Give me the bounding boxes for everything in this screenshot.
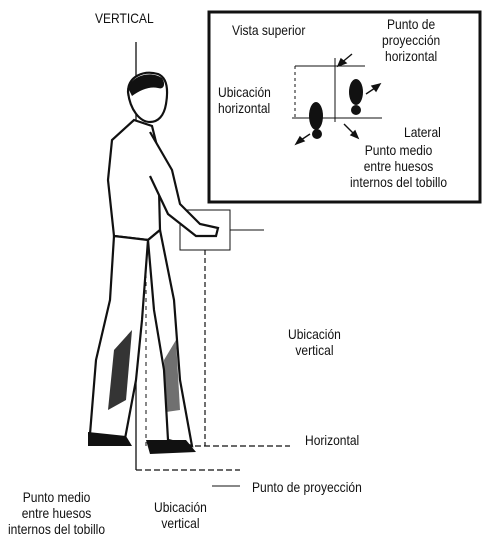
footprint-right-heel	[351, 105, 361, 115]
person-figure	[88, 71, 220, 454]
vertical-axis-label: VERTICAL	[95, 10, 154, 26]
vertical-location-label: Ubicación vertical	[288, 326, 341, 358]
inset-lateral-label: Lateral	[404, 124, 441, 140]
projection-point-label: Punto de proyección	[252, 479, 362, 495]
inset-horizontal-location-label: Ubicación horizontal	[218, 84, 271, 116]
inset-top-view-label: Vista superior	[232, 22, 306, 38]
inset-arrows	[294, 53, 382, 146]
footprint-left-heel	[312, 129, 322, 139]
inset-projection-point-label: Punto de proyección horizontal	[382, 16, 441, 64]
inset-midpoint-label: Punto medio entre huesos internos del to…	[350, 142, 448, 190]
bottom-vertical-location-label: Ubicación vertical	[154, 499, 207, 531]
inset-guides	[292, 58, 382, 122]
footprint-right	[349, 79, 363, 105]
inset-frame	[207, 10, 482, 204]
footprint-left	[309, 102, 323, 130]
bottom-midpoint-label: Punto medio entre huesos internos del to…	[8, 489, 106, 537]
horizontal-label: Horizontal	[305, 432, 360, 448]
